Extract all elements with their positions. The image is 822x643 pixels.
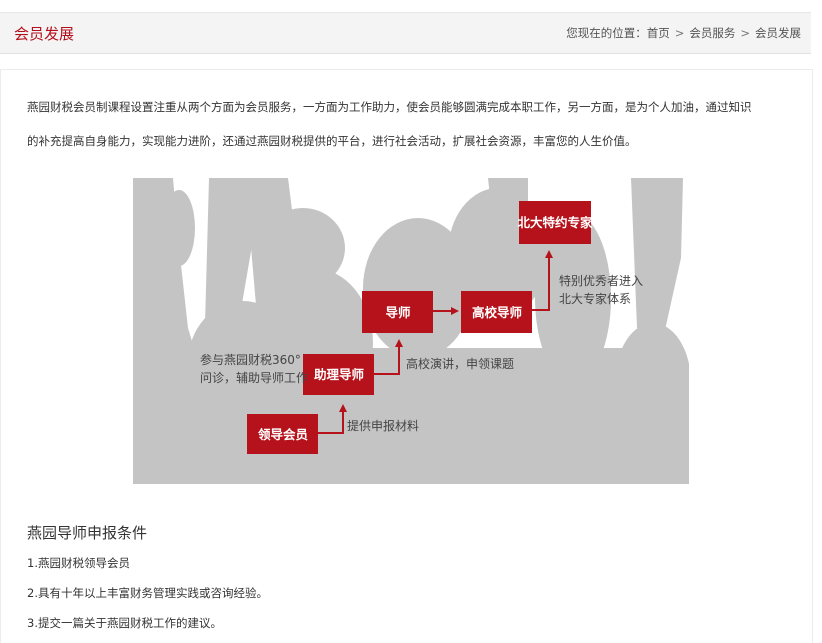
requirement-item: 3.提交一篇关于燕园财税工作的建议。 [27,616,222,630]
breadcrumb-current-page[interactable]: 会员发展 [755,26,801,40]
label-leader-member: 领导会员 [258,427,309,442]
silhouette-head [163,190,195,266]
box-mentor [362,291,433,333]
member-development-diagram: 领导会员 助理导师 导师 高校导师 北大特约专家 提供申报材料 参与燕园财税36… [133,178,689,484]
intro-line-2: 的补充提高自身能力，实现能力进阶，还通过燕园财税提供的平台，进行社会活动，扩展社… [27,134,637,148]
page-title: 会员发展 [14,25,75,43]
label-university-mentor: 高校导师 [472,305,523,320]
box-pku-expert [519,201,591,244]
box-leader-member [247,414,318,454]
note-participate-line-1: 参与燕园财税360° [200,352,301,367]
note-lecture: 高校演讲，申领课题 [406,356,514,371]
breadcrumb-home-link[interactable]: 首页 [646,26,670,40]
content-panel: 燕园财税会员制课程设置注重从两个方面为会员服务，一方面为工作助力，使会员能够圆满… [0,69,813,643]
silhouette-body-mid [283,348,653,418]
note-special-line-1: 特别优秀者进入 [559,273,643,288]
arrow-leader-to-assistant [317,404,347,434]
breadcrumb-separator: > [740,26,750,40]
note-special-line-2: 北大专家体系 [559,291,631,306]
label-pku-expert: 北大特约专家 [517,215,593,230]
label-assistant-mentor: 助理导师 [314,367,365,382]
breadcrumb-member-services-link[interactable]: 会员服务 [689,26,736,40]
progression-arrows [317,250,553,434]
intro-line-1: 燕园财税会员制课程设置注重从两个方面为会员服务，一方面为工作助力，使会员能够圆满… [27,100,752,114]
box-assistant-mentor [303,354,374,395]
arrow-assistant-to-mentor [373,339,403,375]
arrow-university-to-expert [531,250,553,311]
silhouette-arm [488,178,528,318]
box-university-mentor [461,291,532,333]
requirement-item: 2.具有十年以上丰富财务管理实践或咨询经验。 [27,586,268,600]
breadcrumb-prefix: 您现在的位置： [566,26,647,40]
note-participate-line-2: 问诊，辅助导师工作 [200,371,308,385]
page-header: 会员发展 您现在的位置： 首页 > 会员服务 > 会员发展 [0,12,811,54]
silhouette-arm [631,178,683,348]
requirements-title: 燕园导师申报条件 [27,524,148,542]
note-submit-materials: 提供申报材料 [347,418,419,433]
breadcrumb-separator: > [674,26,685,40]
requirement-item: 1.燕园财税领导会员 [27,556,130,570]
label-mentor: 导师 [385,305,411,320]
role-boxes [247,201,591,454]
silhouette-head [535,213,611,383]
intro-paragraph: 燕园财税会员制课程设置注重从两个方面为会员服务，一方面为工作助力，使会员能够圆满… [27,90,797,158]
breadcrumb: 您现在的位置： 首页 > 会员服务 > 会员发展 [566,25,801,41]
